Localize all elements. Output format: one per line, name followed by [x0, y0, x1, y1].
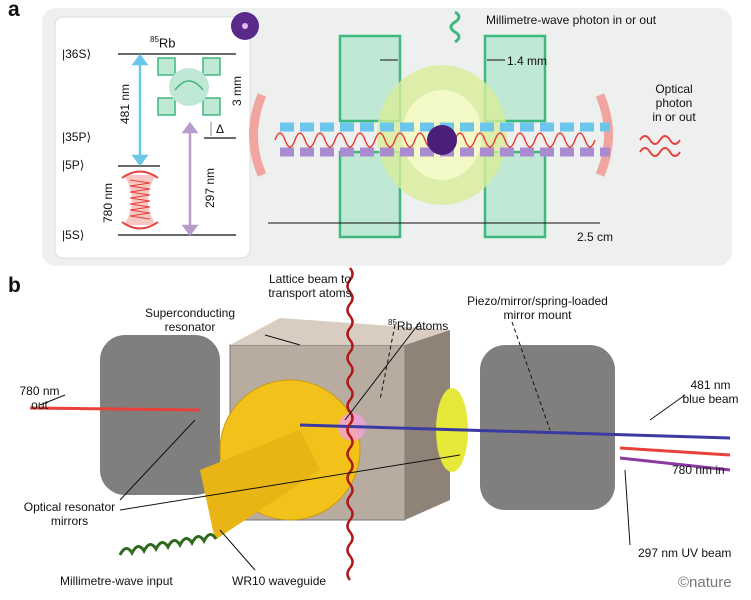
- right-mirror: [595, 93, 613, 177]
- level-5S: |5S⟩: [62, 228, 85, 242]
- cavity-780-icon: [121, 170, 159, 230]
- left-mirror-mount: [100, 335, 220, 495]
- wr10-waveguide: [200, 430, 320, 540]
- atom-cloud-icon: [427, 125, 457, 155]
- level-35P: |35P⟩: [62, 130, 92, 144]
- panel-label-a: a: [8, 0, 20, 21]
- leader-lines: [39, 321, 686, 571]
- label-gap: 1.4 mm: [507, 54, 548, 68]
- nature-credit: ©nature: [678, 574, 732, 591]
- left-mirror: [249, 93, 267, 177]
- label-297nm: 297 nm: [203, 167, 218, 209]
- label-mm-wave-photon: Millimetre-wave photon in or out: [486, 13, 657, 27]
- lattice-beam: [346, 267, 354, 581]
- label-481nm: 481 nm: [118, 83, 133, 125]
- apparatus: [29, 318, 731, 540]
- label-waveguide: WR10 waveguide: [232, 574, 327, 588]
- label-length: 2.5 cm: [577, 230, 614, 244]
- label-atoms: 85Rb atoms: [388, 318, 449, 333]
- arrow-297nm: [181, 121, 199, 237]
- element-label: 85Rb: [150, 35, 176, 51]
- label-780nm-in: 780 nm in: [672, 463, 725, 477]
- mm-wave-photon-icon: [449, 10, 461, 44]
- label-mm-wave-input: Millimetre-wave input: [60, 574, 173, 588]
- optical-photon-icon: [639, 135, 681, 157]
- arrow-481nm: [131, 53, 149, 167]
- label-297nm-uv-beam: 297 nm UV beam: [638, 546, 732, 560]
- level-5P: |5P⟩: [62, 158, 85, 172]
- dimension-arrows: [268, 59, 600, 224]
- right-mirror-mount: [480, 345, 615, 510]
- label-780nm: 780 nm: [101, 182, 116, 224]
- label-detuning: Δ: [216, 122, 225, 136]
- mm-wave-input-icon: [118, 533, 218, 557]
- energy-levels: [118, 53, 236, 236]
- label-3mm: 3 mm: [230, 76, 244, 106]
- panel-label-b: b: [8, 274, 21, 297]
- level-36S: |36S⟩: [62, 47, 92, 61]
- resonator-inset-icon: [157, 57, 221, 116]
